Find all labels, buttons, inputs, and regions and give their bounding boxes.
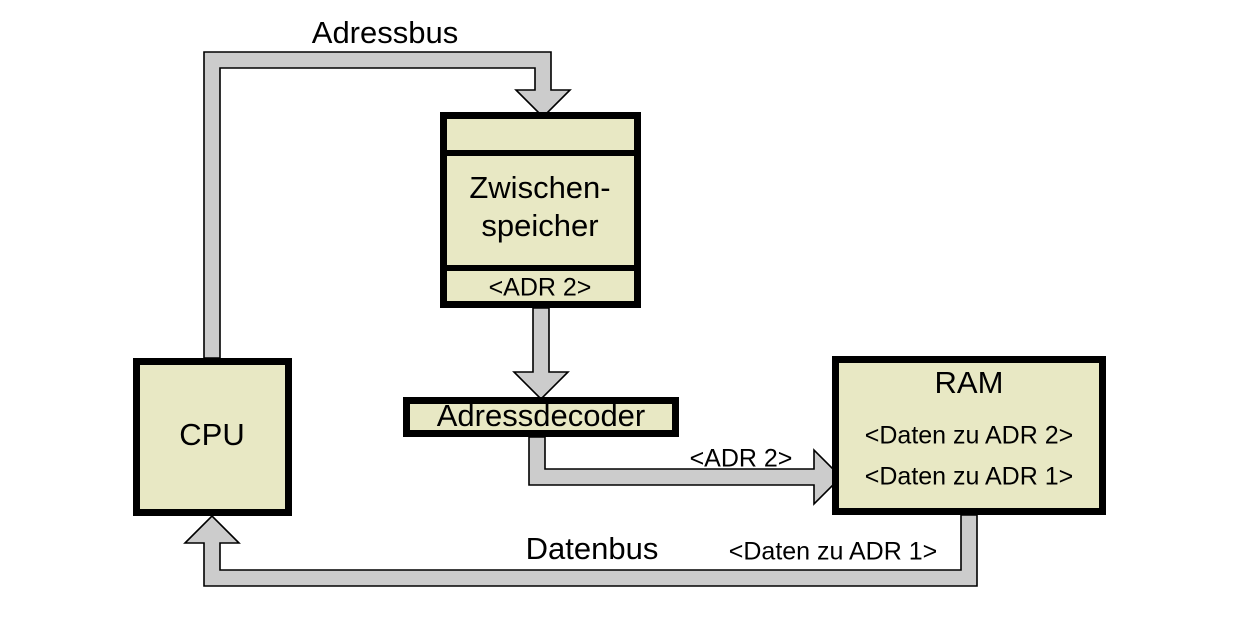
adressdecoder-to-ram-path (528, 436, 843, 506)
zwischenspeicher-box-border (440, 112, 641, 308)
adressbus-path (203, 51, 572, 359)
node-cpu[interactable]: CPU (133, 358, 292, 516)
cpu-label: CPU (179, 417, 244, 452)
cpu-box-fill (133, 358, 292, 516)
zwischenspeicher-row-bottom: <ADR 2> (489, 274, 592, 302)
adressbus-label: Adressbus (312, 15, 458, 50)
connector-adressdecoder-ram (528, 436, 843, 506)
cpu-box-border (133, 358, 292, 516)
datenbus-label: Datenbus (526, 531, 659, 566)
connector-adressbus (203, 51, 572, 359)
node-adressdecoder[interactable]: Adressdecoder (403, 397, 679, 437)
zwischenspeicher-box-fill (440, 112, 641, 308)
node-zwischenspeicher[interactable]: Zwischen- speicher <ADR 2> (440, 112, 641, 308)
ram-box-fill (832, 356, 1106, 515)
zwischenspeicher-to-decoder-path (512, 307, 570, 401)
ram-content-0: <Daten zu ADR 2> (865, 422, 1073, 450)
connector-zwischenspeicher-adressdecoder (512, 307, 570, 401)
ram-box-border (832, 356, 1106, 515)
zwischenspeicher-label-line2: speicher (481, 208, 598, 243)
adressdecoder-label: Adressdecoder (437, 398, 646, 433)
zwischenspeicher-label-line1: Zwischen- (469, 170, 610, 205)
adressdecoder-box-border (403, 397, 679, 437)
ram-content-1: <Daten zu ADR 1> (865, 463, 1073, 491)
node-ram[interactable]: RAM <Daten zu ADR 2> <Daten zu ADR 1> (832, 356, 1106, 515)
datenbus-path (183, 514, 978, 587)
daten-zu-adr1-label: <Daten zu ADR 1> (729, 538, 937, 566)
connector-datenbus (183, 514, 978, 587)
ram-label: RAM (935, 365, 1004, 400)
adr2-arrow-label: <ADR 2> (690, 445, 793, 473)
